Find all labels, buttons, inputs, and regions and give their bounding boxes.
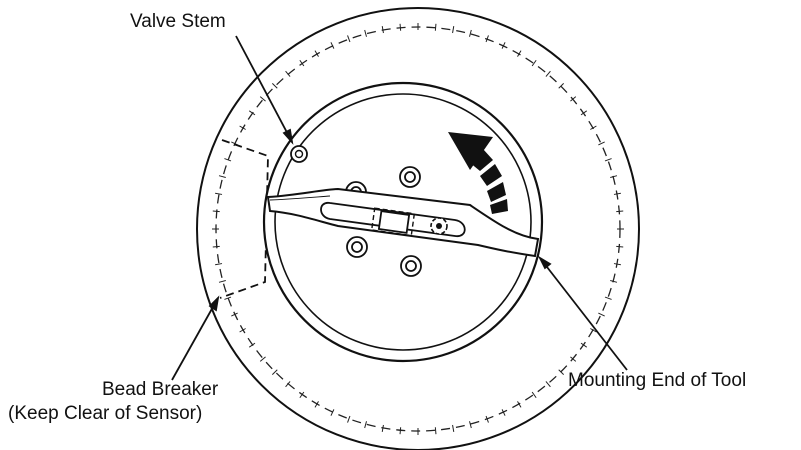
tread-ticks [212, 23, 624, 435]
tread-tick [545, 70, 551, 77]
tread-tick [590, 328, 597, 333]
tread-tick [224, 158, 232, 162]
mounting-end-label: Mounting End of Tool [568, 370, 747, 391]
tread-tick [434, 427, 437, 435]
tread-tick [570, 96, 577, 102]
leader-lines [171, 35, 628, 381]
tread-tick [469, 29, 472, 37]
tread-tick [248, 110, 256, 116]
bead-breaker-note: (Keep Clear of Sensor) [8, 403, 203, 424]
tread-tick [239, 125, 246, 130]
tread-tick [347, 415, 351, 423]
tread-tick [517, 401, 522, 408]
tread-tick [616, 210, 624, 213]
bead-breaker-label: Bead Breaker [102, 379, 219, 400]
tread-tick [469, 421, 472, 429]
tread-tick [224, 296, 232, 300]
tread-tick [452, 424, 455, 432]
tread-tick [314, 401, 319, 408]
tread-tick [610, 175, 618, 178]
tread-tick [218, 175, 226, 178]
tread-tick [299, 59, 305, 67]
tread-tick [271, 369, 278, 376]
tread-tick [604, 296, 612, 300]
tread-tick [598, 312, 605, 317]
tread-tick [399, 23, 402, 31]
tread-tick [271, 82, 278, 89]
tool [266, 187, 540, 258]
tread-tick [330, 409, 335, 416]
tread-tick [399, 427, 402, 435]
valve-stem-label: Valve Stem [130, 11, 226, 32]
tread-tick [613, 263, 621, 266]
tread-tick [545, 381, 551, 388]
tread-tick [259, 356, 266, 362]
tread-tick [285, 381, 291, 388]
tread-tick [598, 141, 605, 146]
tread-tick [381, 26, 384, 34]
tread-tick [452, 26, 455, 34]
tread-tick [215, 263, 223, 266]
tread-tick [434, 23, 437, 31]
tread-tick [610, 280, 618, 283]
tread-tick [580, 110, 588, 116]
tread-tick [212, 245, 220, 248]
tread-tick [299, 391, 305, 399]
tread-tick [330, 42, 335, 49]
valve-stem [290, 145, 308, 163]
tread-tick [616, 245, 624, 248]
tread-tick [285, 70, 291, 77]
tread-tick [604, 158, 612, 162]
tread-tick [347, 35, 351, 43]
tread-tick [239, 328, 246, 333]
lug-nuts [345, 166, 422, 277]
tread-tick [613, 192, 621, 195]
tread-tick [231, 312, 238, 317]
tread-tick [558, 82, 565, 89]
tread-tick [570, 356, 577, 362]
tread-tick [531, 391, 537, 399]
tread-tick [517, 50, 522, 57]
tread-tick [364, 29, 367, 37]
tread-tick [215, 192, 223, 195]
tread-tick [248, 342, 256, 348]
tread-tick [580, 342, 588, 348]
tread-tick [590, 125, 597, 130]
tread-tick [364, 421, 367, 429]
tread-tick [531, 59, 537, 67]
tread-tick [381, 424, 384, 432]
curved-arrow-icon [448, 132, 508, 214]
tread-tick [501, 409, 506, 416]
tread-tick [218, 280, 226, 283]
tread-tick [485, 35, 489, 43]
tread-tick [501, 42, 506, 49]
tread-tick [485, 415, 489, 423]
tread-tick [314, 50, 319, 57]
tread-tick [212, 210, 220, 213]
tread-tick [259, 96, 266, 102]
tread-tick [558, 369, 565, 376]
